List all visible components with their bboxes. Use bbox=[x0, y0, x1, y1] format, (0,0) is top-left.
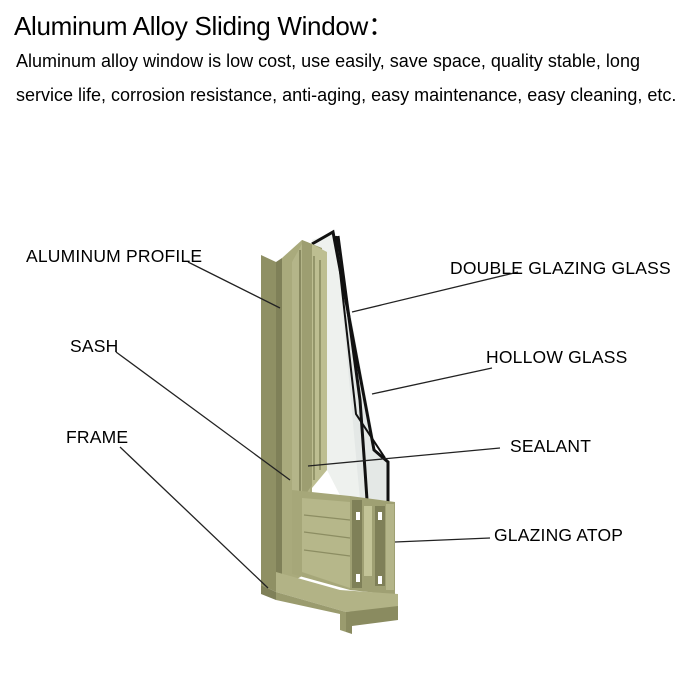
leader-line-glazing-atop bbox=[394, 537, 491, 543]
double-glazing-glass-panes bbox=[311, 229, 390, 506]
leader-line-sealant bbox=[307, 447, 501, 467]
leader-line-aluminum-profile bbox=[187, 261, 281, 309]
leader-line-sash bbox=[115, 351, 291, 481]
leader-line-frame bbox=[119, 446, 269, 589]
leader-line-hollow-glass bbox=[371, 367, 493, 395]
label-sealant: SEALANT bbox=[510, 436, 592, 456]
label-double-glazing-glass: DOUBLE GLAZING GLASS bbox=[450, 258, 671, 278]
label-aluminum-profile: ALUMINUM PROFILE bbox=[26, 246, 203, 266]
aluminum-frame-profile bbox=[261, 240, 398, 634]
label-hollow-glass: HOLLOW GLASS bbox=[486, 347, 628, 367]
page-title: Aluminum Alloy Sliding Window： bbox=[14, 11, 394, 41]
leader-line-double-glazing bbox=[351, 271, 519, 313]
description-text: Aluminum alloy window is low cost, use e… bbox=[16, 51, 677, 105]
label-glazing-atop: GLAZING ATOP bbox=[494, 525, 624, 545]
leader-lines bbox=[115, 261, 519, 589]
label-frame: FRAME bbox=[66, 427, 129, 447]
label-sash: SASH bbox=[70, 336, 119, 356]
